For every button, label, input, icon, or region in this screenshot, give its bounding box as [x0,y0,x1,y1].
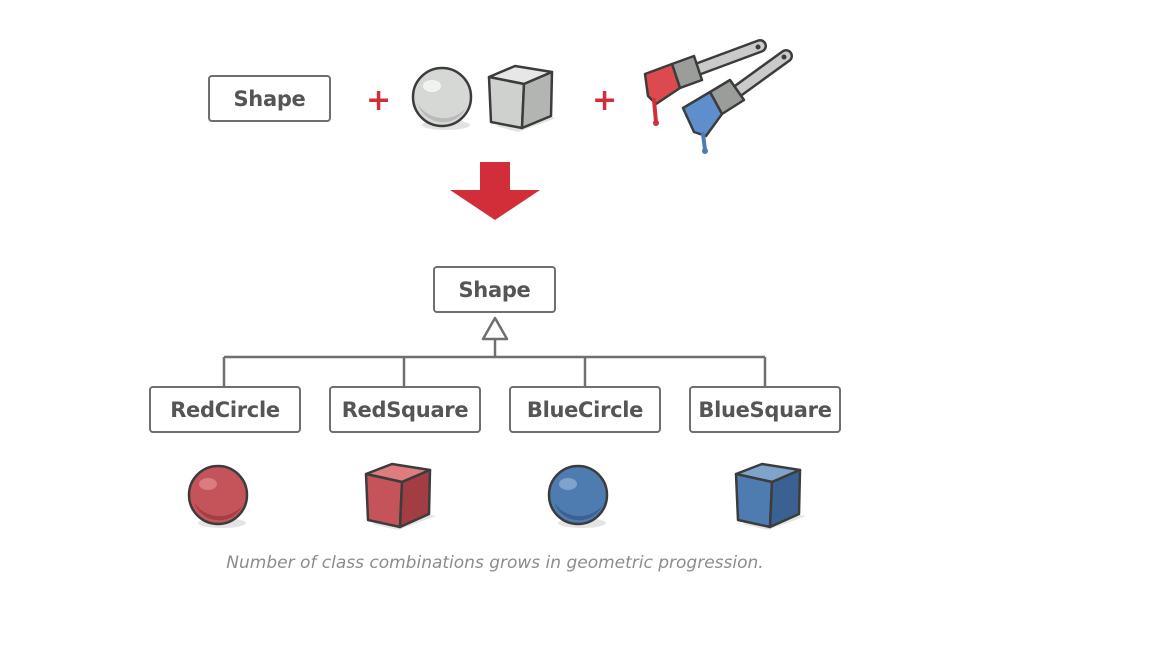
shape-box-parent: Shape [433,266,556,313]
class-label-bluesquare: BlueSquare [698,397,832,422]
inheritance-arrow-icon [481,316,509,341]
plus-operator-1: + [366,83,392,118]
shape-box-top-label: Shape [233,86,306,111]
plus-operator-2: + [592,83,618,118]
class-box-redsquare: RedSquare [329,386,481,433]
blue-cube-object [734,462,806,530]
class-label-redsquare: RedSquare [341,397,469,422]
shape-box-parent-label: Shape [458,277,531,302]
class-box-bluecircle: BlueCircle [509,386,661,433]
inheritance-connectors [222,339,767,387]
sphere-icon [411,66,473,130]
cube-icon [487,64,556,132]
class-box-redcircle: RedCircle [149,386,301,433]
shape-box-top: Shape [208,75,331,122]
red-paintbrush-icon [643,39,767,126]
down-arrow-icon [450,162,540,220]
class-box-bluesquare: BlueSquare [689,386,841,433]
red-cube-object [364,462,436,530]
figure-caption: Number of class combinations grows in ge… [226,553,764,573]
blue-paintbrush-icon [681,49,793,154]
class-label-redcircle: RedCircle [170,397,280,422]
class-label-bluecircle: BlueCircle [526,397,644,422]
red-circle-object [187,464,249,528]
blue-circle-object [547,464,609,528]
